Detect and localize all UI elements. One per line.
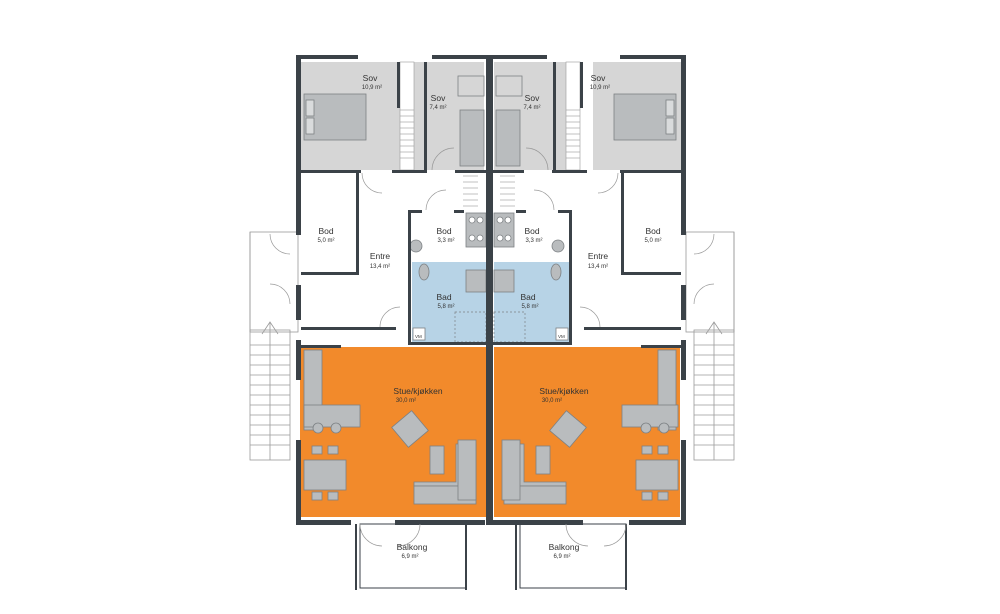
room-area-bod-side: 5,0 m² [317, 238, 334, 244]
furniture-right [493, 75, 679, 505]
vm-label: VM [558, 334, 565, 339]
room-area-bod-side: 5,0 m² [644, 238, 661, 244]
kitchen-island [303, 404, 361, 428]
room-area-sov-small: 7,4 m² [429, 105, 446, 111]
room-area-bod-center: 3,3 m² [437, 238, 454, 244]
single-bed [495, 109, 521, 167]
room-area-stue: 30,0 m² [542, 398, 562, 404]
stove [465, 212, 487, 248]
room-area-balkong: 6,9 m² [553, 554, 570, 560]
room-name-bad: Bad [436, 292, 451, 302]
room-name-stue: Stue/kjøkken [393, 386, 442, 396]
boiler [551, 239, 565, 253]
room-name-balkong: Balkong [397, 542, 428, 552]
desk [457, 75, 485, 97]
single-bed [459, 109, 485, 167]
boiler [409, 239, 423, 253]
vm-box [555, 327, 569, 341]
toilet [550, 263, 562, 281]
door-swings-right [525, 147, 715, 328]
room-area-sov-small: 7,4 m² [523, 105, 540, 111]
closet-left [399, 61, 478, 207]
balcony-right [515, 523, 627, 590]
sink [465, 269, 487, 293]
pillow [665, 117, 675, 135]
kitchen-island [621, 404, 679, 428]
stairs-right [685, 231, 735, 461]
room-area-entre: 13,4 m² [370, 264, 390, 270]
desk [495, 75, 523, 97]
room-name-sov-large: Sov [591, 73, 606, 83]
walls-left [296, 55, 493, 525]
vm-box [412, 327, 426, 341]
dining-table [635, 459, 679, 491]
room-area-stue: 30,0 m² [396, 398, 416, 404]
room-area-bad: 5,8 m² [437, 304, 454, 310]
toilet [418, 263, 430, 281]
furniture-left [303, 75, 487, 505]
vm-label: VM [415, 334, 422, 339]
room-name-bad: Bad [520, 292, 535, 302]
stove [493, 212, 515, 248]
room-name-sov-small: Sov [431, 93, 446, 103]
pillow [665, 99, 675, 117]
room-name-sov-small: Sov [525, 93, 540, 103]
room-name-sov-large: Sov [363, 73, 378, 83]
sink [493, 269, 515, 293]
coffee-table [429, 445, 445, 475]
room-area-bad: 5,8 m² [521, 304, 538, 310]
room-name-balkong: Balkong [549, 542, 580, 552]
balcony-left [355, 523, 467, 590]
armchair [391, 410, 429, 448]
room-area-sov-large: 10,9 m² [590, 85, 610, 91]
room-area-bod-center: 3,3 m² [525, 238, 542, 244]
unit-right: VM [493, 55, 735, 590]
room-area-sov-large: 10,9 m² [362, 85, 382, 91]
unit-left: VM [249, 55, 493, 590]
dining-table [303, 459, 347, 491]
room-name-stue: Stue/kjøkken [539, 386, 588, 396]
stairs-left [249, 231, 299, 461]
room-name-bod-center: Bod [436, 226, 451, 236]
walls-right [493, 55, 686, 525]
room-area-entre: 13,4 m² [588, 264, 608, 270]
room-name-entre: Entre [588, 251, 609, 261]
room-area-balkong: 6,9 m² [401, 554, 418, 560]
coffee-table [535, 445, 551, 475]
room-name-entre: Entre [370, 251, 391, 261]
armchair [549, 410, 587, 448]
room-name-bod-side: Bod [645, 226, 660, 236]
closet-right [500, 61, 581, 207]
room-name-bod-side: Bod [318, 226, 333, 236]
door-swings-left [269, 147, 455, 328]
pillow [305, 99, 315, 117]
pillow [305, 117, 315, 135]
room-name-bod-center: Bod [524, 226, 539, 236]
